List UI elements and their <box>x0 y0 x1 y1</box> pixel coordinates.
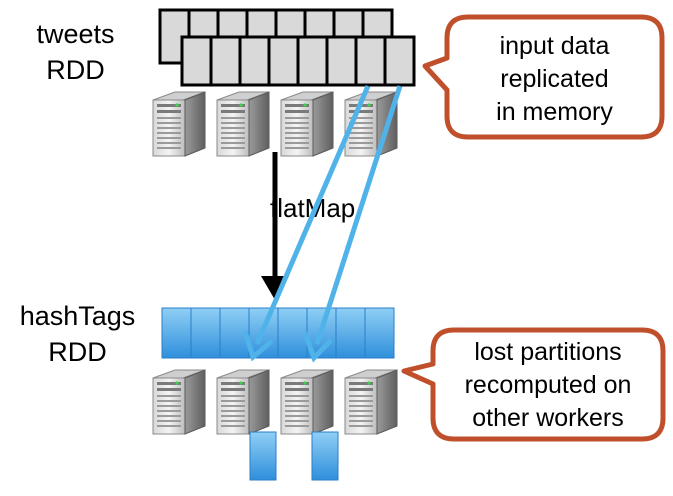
partition <box>161 307 192 359</box>
callout-top-line2: replicated <box>500 65 609 93</box>
tweets-rdd-label: tweets RDD <box>18 16 133 88</box>
callout-top-text: input data replicated in memory <box>452 30 657 129</box>
partition <box>383 35 416 87</box>
partition <box>238 35 271 87</box>
tweets-rdd-front-row <box>180 35 416 87</box>
callout-top-line1: input data <box>499 32 610 60</box>
partition <box>277 307 308 359</box>
partition <box>180 35 213 87</box>
recomputed-partition <box>249 431 277 481</box>
recovery-arrow <box>242 85 371 362</box>
hashtags-rdd-row <box>161 307 395 359</box>
partition <box>325 35 358 87</box>
hashtags-label-line2: RDD <box>48 337 107 367</box>
server-icon <box>152 91 206 157</box>
partition <box>267 35 300 87</box>
callout-bottom-text: lost partitions recomputed on other work… <box>437 336 659 435</box>
server-icon <box>152 369 206 435</box>
partition <box>209 35 242 87</box>
hashtags-label-line1: hashTags <box>19 301 136 331</box>
callout-bottom-line3: other workers <box>472 404 624 432</box>
recovery-arrow <box>302 85 403 363</box>
tweets-label-line2: RDD <box>46 55 105 85</box>
partition <box>190 307 221 359</box>
callout-bubble-bottom <box>401 327 666 442</box>
server-icon <box>216 369 270 435</box>
server-icon <box>280 91 334 157</box>
server-icon <box>216 91 270 157</box>
recomputed-partition <box>311 431 339 481</box>
callout-bubble-top <box>422 14 665 140</box>
partition <box>296 35 329 87</box>
server-icon <box>344 369 398 435</box>
hashtags-rdd-label: hashTags RDD <box>10 298 145 370</box>
callout-top-line3: in memory <box>496 98 613 126</box>
partition <box>335 307 366 359</box>
callout-bottom-line2: recomputed on <box>464 371 632 399</box>
server-icon <box>280 369 334 435</box>
partition <box>354 35 387 87</box>
partition <box>364 307 395 359</box>
callout-bottom-line1: lost partitions <box>474 338 622 366</box>
tweets-label-line1: tweets <box>36 19 115 49</box>
